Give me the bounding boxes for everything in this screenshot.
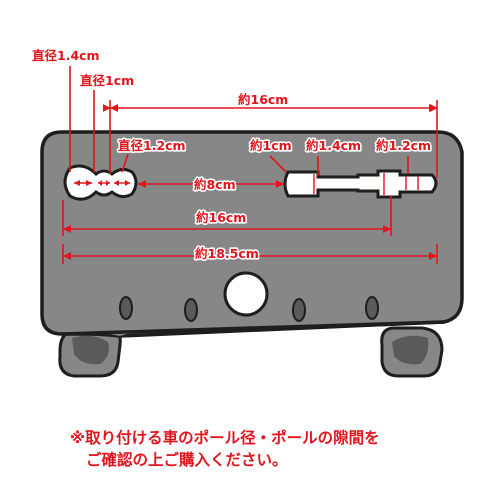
label-diameter-1: 直径1cm xyxy=(80,73,134,88)
label-approx-18-5: 約18.5cm xyxy=(195,246,259,261)
label-approx-8: 約8cm xyxy=(194,177,236,192)
label-approx-1-4: 約1.4cm xyxy=(306,138,361,153)
dimension-lines xyxy=(62,66,438,264)
bottom-slots xyxy=(119,296,379,322)
note-line-2: ご確認の上ご購入ください。 xyxy=(86,451,288,469)
right-pole-slot xyxy=(283,169,438,199)
arrow-heads xyxy=(63,104,437,260)
slot-1 xyxy=(119,296,133,320)
note-line-1: ※取り付ける車のポール径・ポールの隙間を xyxy=(70,429,380,447)
label-approx-1-2: 約1.2cm xyxy=(376,138,431,153)
label-approx-1: 約1cm xyxy=(250,138,292,153)
label-approx-16-top: 約16cm xyxy=(238,92,288,107)
left-clamp-foot xyxy=(58,326,122,378)
installation-note: ※取り付ける車のポール径・ポールの隙間を ご確認の上ご購入ください。 xyxy=(70,427,380,471)
slot-3 xyxy=(292,298,306,322)
plate-bottom-edge xyxy=(61,320,445,336)
center-hole xyxy=(223,271,269,317)
label-diameter-1-4: 直径1.4cm xyxy=(32,48,100,63)
right-clamp-foot xyxy=(380,326,444,378)
label-approx-16-mid: 約16cm xyxy=(196,210,246,225)
slot-2 xyxy=(184,298,198,322)
slot-4 xyxy=(365,296,379,320)
label-diameter-1-2: 直径1.2cm xyxy=(118,138,186,153)
